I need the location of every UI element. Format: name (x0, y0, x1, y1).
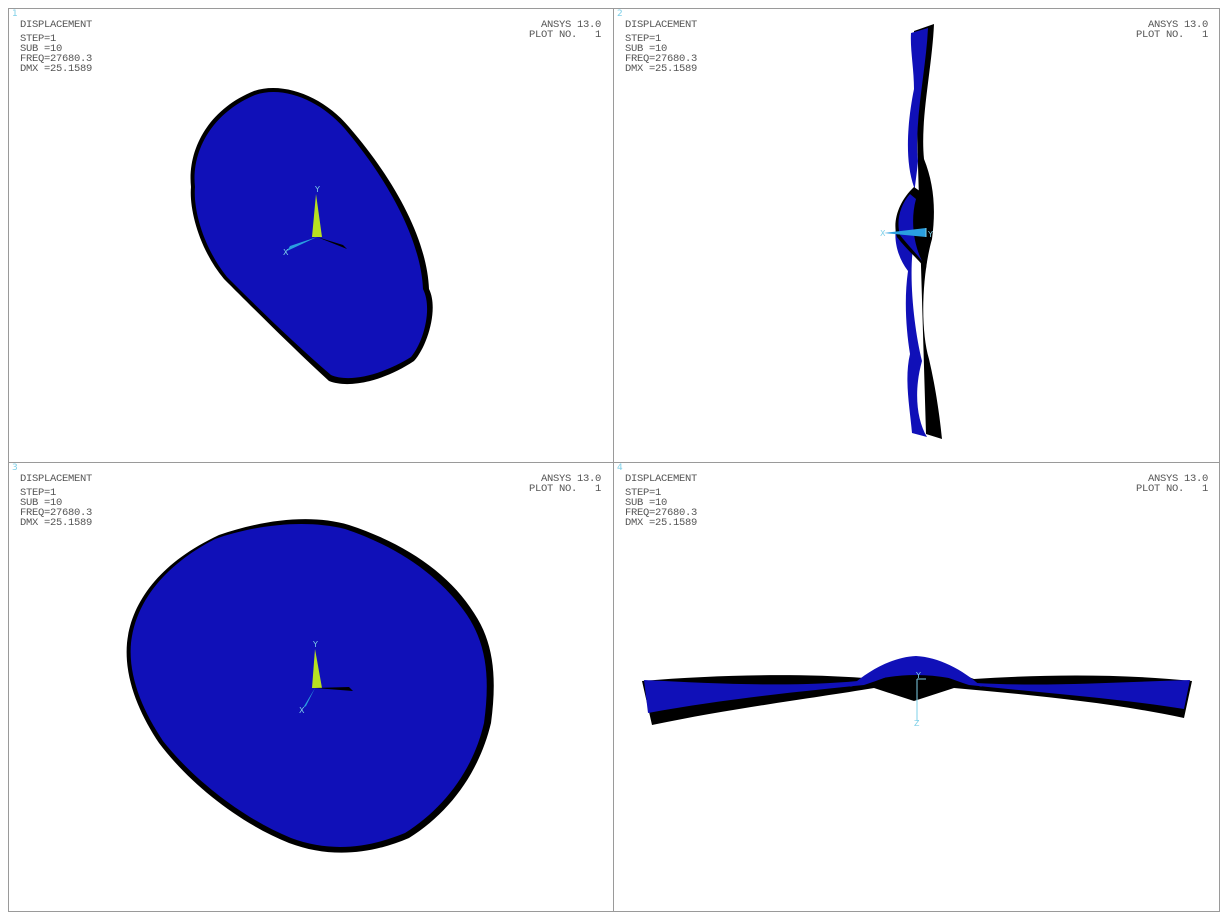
triad-z-axis (303, 688, 315, 708)
triad-x-label: X (880, 229, 886, 238)
substep-label: SUB =10 (625, 497, 668, 509)
triad-x-axis (315, 687, 353, 691)
triad-z-label: Z (914, 719, 920, 728)
software-info: ANSYS 13.0 PLOT NO. 1 (528, 19, 601, 41)
software-info: ANSYS 13.0 PLOT NO. 1 (1135, 19, 1208, 41)
plot-number: PLOT NO. 1 (1135, 483, 1208, 495)
viewport-number: 3 (12, 463, 18, 473)
viewport-divider-horizontal (8, 462, 1220, 463)
triad-x-axis (884, 228, 926, 237)
result-legend: DISPLACEMENT STEP=1 SUB =10 FREQ=27680.3… (20, 473, 93, 529)
triad-x-label: X (283, 248, 289, 257)
substep-label: SUB =10 (20, 43, 63, 55)
coordinate-triad: Y X (299, 640, 353, 715)
software-info: ANSYS 13.0 PLOT NO. 1 (528, 473, 601, 495)
viewport-divider-vertical (613, 8, 614, 912)
frequency-label: FREQ=27680.3 (20, 507, 93, 519)
deformed-plate-edge-shadow (914, 24, 942, 439)
plot-number: PLOT NO. 1 (528, 29, 601, 41)
deformed-shape-view: X Y (880, 24, 942, 439)
step-label: STEP=1 (625, 487, 662, 499)
deformed-plate-bulge (850, 656, 982, 687)
step-label: STEP=1 (20, 487, 57, 499)
max-displacement-label: DMX =25.1589 (20, 63, 93, 75)
plot-number: PLOT NO. 1 (1135, 29, 1208, 41)
triad-y-label: Y (927, 230, 933, 239)
triad-x-label: X (299, 706, 305, 715)
coordinate-triad: Y Z (914, 671, 926, 728)
software-version: ANSYS 13.0 (540, 19, 601, 31)
triad-y-axis (312, 649, 322, 688)
step-label: STEP=1 (20, 33, 57, 45)
step-label: STEP=1 (625, 33, 662, 45)
substep-label: SUB =10 (20, 497, 63, 509)
frequency-label: FREQ=27680.3 (625, 53, 698, 65)
viewport-1[interactable]: 1 DISPLACEMENT STEP=1 SUB =10 FREQ=27680… (9, 9, 613, 462)
result-title: DISPLACEMENT (20, 473, 93, 485)
max-displacement-label: DMX =25.1589 (625, 517, 698, 529)
deformed-plate-bulge-face (898, 194, 922, 261)
frequency-label: FREQ=27680.3 (625, 507, 698, 519)
triad-y-axis (312, 194, 322, 237)
triad-z-axis (287, 237, 317, 251)
plot-number: PLOT NO. 1 (528, 483, 601, 495)
viewport-4[interactable]: 4 DISPLACEMENT STEP=1 SUB =10 FREQ=27680… (614, 463, 1220, 912)
software-version: ANSYS 13.0 (540, 473, 601, 485)
deformed-plate-edge (644, 663, 1190, 713)
viewport-number: 2 (617, 9, 623, 19)
deformed-plate (130, 524, 487, 847)
viewport-number: 4 (617, 463, 623, 473)
result-legend: DISPLACEMENT STEP=1 SUB =10 FREQ=27680.3… (625, 19, 698, 75)
viewport-2[interactable]: 2 DISPLACEMENT STEP=1 SUB =10 FREQ=27680… (614, 9, 1220, 462)
triad-y-label: Y (312, 640, 318, 649)
substep-label: SUB =10 (625, 43, 668, 55)
result-title: DISPLACEMENT (625, 473, 698, 485)
software-version: ANSYS 13.0 (1147, 473, 1208, 485)
coordinate-triad: X Y (880, 228, 933, 239)
software-version: ANSYS 13.0 (1147, 19, 1208, 31)
deformed-plate (194, 92, 428, 379)
deformed-shape-view: Y X (190, 88, 433, 385)
result-legend: DISPLACEMENT STEP=1 SUB =10 FREQ=27680.3… (20, 19, 93, 75)
viewport-number: 1 (12, 9, 18, 19)
deformed-shape-view: Y X (126, 519, 494, 853)
max-displacement-label: DMX =25.1589 (20, 517, 93, 529)
viewport-3[interactable]: 3 DISPLACEMENT STEP=1 SUB =10 FREQ=27680… (9, 463, 613, 912)
software-info: ANSYS 13.0 PLOT NO. 1 (1135, 473, 1208, 495)
coordinate-triad: Y X (283, 185, 347, 257)
result-legend: DISPLACEMENT STEP=1 SUB =10 FREQ=27680.3… (625, 473, 698, 529)
deformed-shape-view: Y Z (642, 656, 1192, 728)
result-title: DISPLACEMENT (625, 19, 698, 31)
frequency-label: FREQ=27680.3 (20, 53, 93, 65)
max-displacement-label: DMX =25.1589 (625, 63, 698, 75)
triad-y-label: Y (314, 185, 320, 194)
result-title: DISPLACEMENT (20, 19, 93, 31)
triad-x-axis (317, 237, 347, 249)
triad-y-label: Y (915, 671, 921, 680)
